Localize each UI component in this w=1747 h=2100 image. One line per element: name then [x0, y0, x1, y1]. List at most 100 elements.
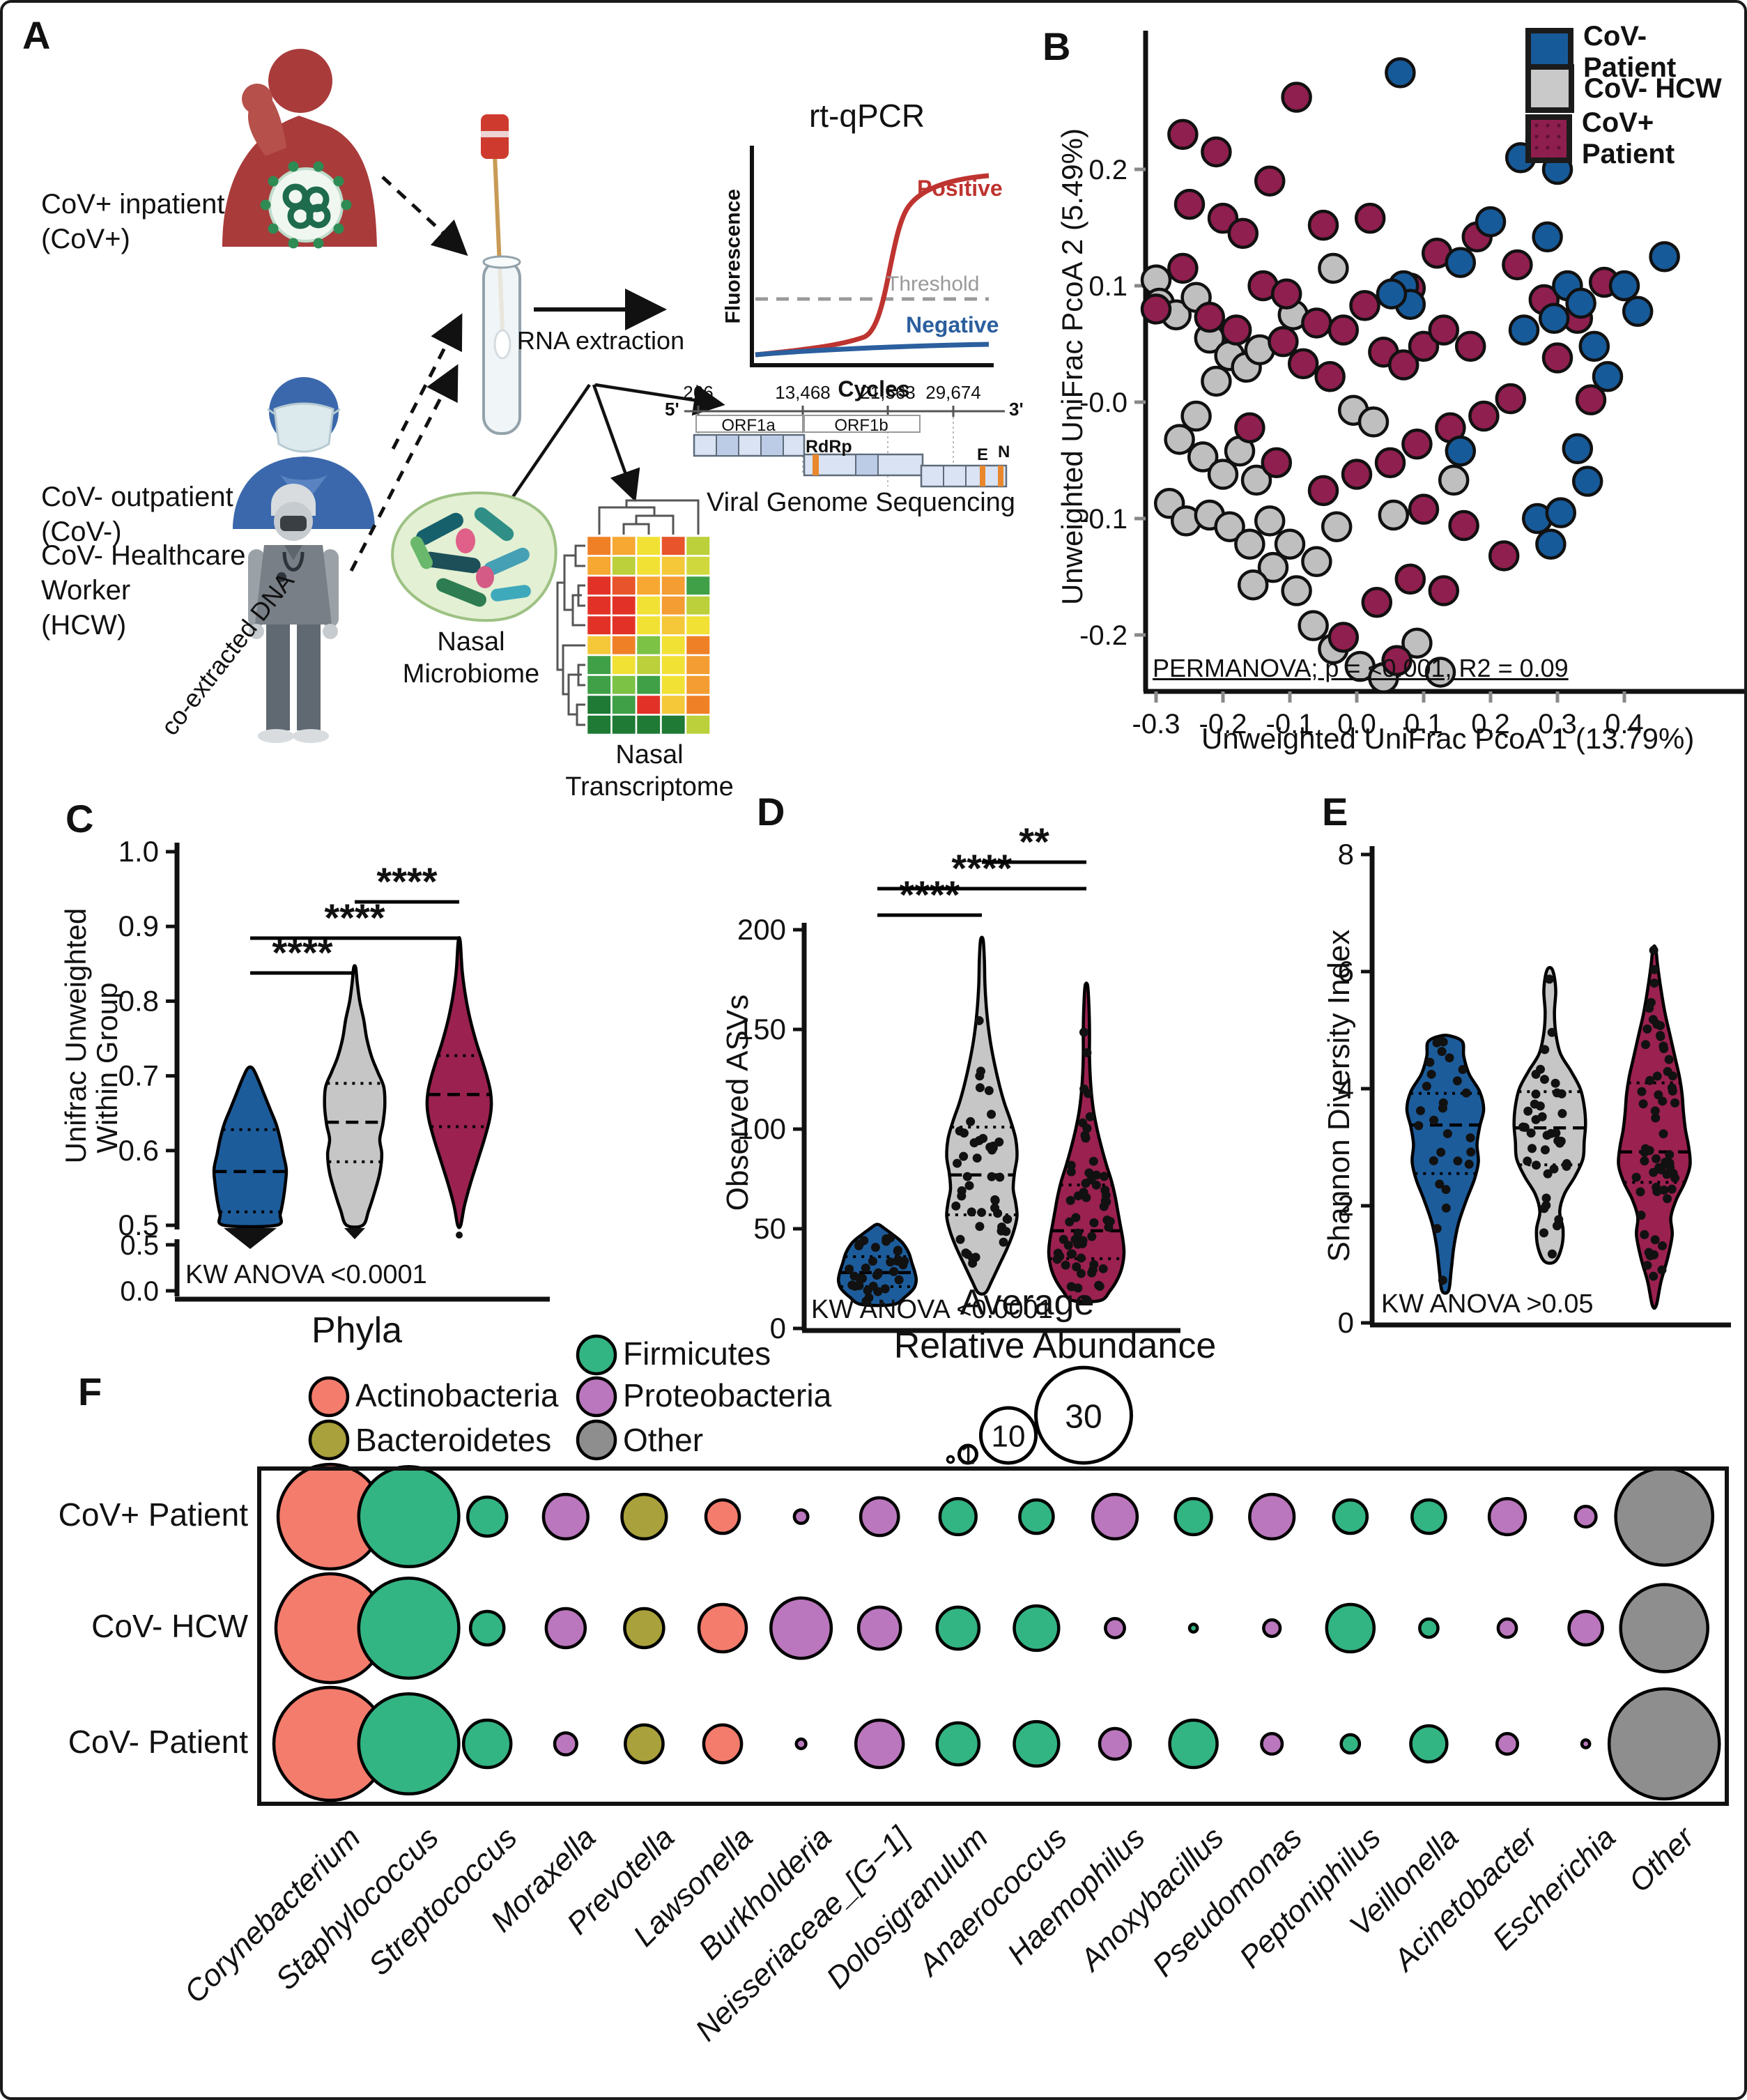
- scatter-point: [1167, 118, 1199, 151]
- scatter-point: [1376, 278, 1408, 309]
- panel-a-label: A: [22, 13, 51, 57]
- unifrac-ylabel-line2: Within Group: [90, 982, 123, 1154]
- scatter-point: [1261, 447, 1293, 479]
- abundance-bubble: [468, 1609, 506, 1647]
- virus-icon: [260, 161, 352, 249]
- size-legend-circle: [957, 1443, 978, 1465]
- abundance-bubble: [794, 1737, 808, 1751]
- svg-text:0.4: 0.4: [1605, 709, 1644, 739]
- svg-text:4: 4: [1338, 1072, 1354, 1105]
- violin-dots: [845, 1233, 909, 1306]
- abundance-bubble: [620, 1492, 668, 1541]
- violin-cov--hcw: [1512, 965, 1587, 1265]
- legend-swatch-cov-pos-patient: [1525, 114, 1572, 163]
- svg-text:30: 30: [1065, 1399, 1102, 1436]
- microbiome-label-line2: Microbiome: [402, 659, 540, 689]
- scatter-point: [1270, 278, 1302, 309]
- size-legend-title-line2: Relative Abundance: [893, 1326, 1217, 1366]
- svg-text:0.2: 0.2: [1088, 155, 1128, 185]
- row-label-cov-pos-patient: CoV+ Patient: [58, 1496, 248, 1533]
- abundance-bubble: [854, 1718, 905, 1770]
- size-legend-circle: [978, 1406, 1038, 1465]
- violin-cov--hcw: [945, 935, 1019, 1296]
- svg-text:-0.1: -0.1: [1079, 504, 1128, 535]
- pcoa-xlabel: Unweighted UniFrac PcoA 1 (13.79%): [1201, 722, 1695, 755]
- genome-orf1a-label: ORF1a: [721, 416, 776, 435]
- abundance-bubble: [935, 1605, 981, 1651]
- svg-text:0.7: 0.7: [118, 1059, 159, 1092]
- phylum-label-firmicutes: Firmicutes: [623, 1335, 771, 1372]
- svg-text:0.1: 0.1: [1088, 271, 1128, 302]
- abundance-bubble: [859, 1496, 900, 1538]
- svg-text:200: 200: [737, 913, 786, 946]
- scatter-point: [1173, 188, 1206, 220]
- arrow-covneg-to-tube: [391, 313, 463, 450]
- cov-pos-label-line2: (CoV+): [41, 224, 130, 254]
- abundance-bubble: [792, 1508, 810, 1525]
- abundance-bubble: [1495, 1731, 1520, 1756]
- genome-pos1: 266: [683, 382, 714, 403]
- abundance-bubble: [544, 1607, 587, 1650]
- cov-neg-label-line2: (CoV-): [41, 516, 122, 547]
- cov-pos-label-line1: CoV+ inpatient: [41, 189, 225, 220]
- scatter-point: [1321, 511, 1353, 542]
- panel-f-label: F: [78, 1370, 102, 1413]
- abundance-bubble: [1339, 1733, 1362, 1755]
- scatter-point: [1187, 441, 1219, 473]
- scatter-point: [1220, 314, 1252, 346]
- pcoa-ylabel: Unweighted UniFrac PcoA 2 (5.49%): [1055, 128, 1088, 606]
- legend-label-cov-neg-patient: CoV- Patient: [1583, 21, 1677, 83]
- abundance-bubble: [1168, 1718, 1219, 1770]
- scatter-point: [1488, 540, 1520, 572]
- genome-pos4: 29,674: [925, 382, 981, 403]
- nasal-microbiome-icon: [391, 491, 557, 622]
- qpcr-positive-label: Positive: [917, 176, 1003, 201]
- scatter-point: [1445, 247, 1477, 278]
- scatter-point: [1167, 252, 1199, 284]
- scatter-point: [1385, 57, 1416, 89]
- svg-text:6: 6: [1338, 955, 1354, 988]
- legend-label-cov-pos-patient: CoV+ Patient: [1581, 107, 1675, 169]
- legend-item-cov-pos-patient: CoV+ Patient: [1525, 107, 1744, 170]
- abundance-bubble: [1260, 1731, 1284, 1756]
- legend-swatch-cov-neg-hcw: [1525, 64, 1574, 113]
- phylum-label-proteobacteria: Proteobacteria: [623, 1377, 832, 1413]
- abundance-bubble: [1607, 1687, 1721, 1801]
- abundance-bubble: [1619, 1583, 1709, 1673]
- scatter-point: [1237, 569, 1269, 601]
- scatter-point: [1649, 241, 1680, 273]
- abundance-bubble: [1409, 1724, 1449, 1764]
- scatter-point: [1201, 365, 1232, 397]
- scatter-point: [1454, 330, 1486, 362]
- scatter-point: [1622, 296, 1654, 327]
- abundance-bubble: [1104, 1617, 1126, 1639]
- pcoa-series: [1140, 82, 1620, 676]
- violin-dots: [1518, 974, 1571, 1259]
- scatter-point: [1254, 165, 1286, 197]
- svg-text:-0.2: -0.2: [1199, 709, 1247, 739]
- scatter-point: [1327, 622, 1360, 653]
- arrow-to-transcriptome: [592, 384, 640, 503]
- scatter-point: [1140, 293, 1172, 325]
- genome-rdrp-label: RdRp: [806, 437, 852, 457]
- arrow-to-genome: [594, 383, 725, 416]
- svg-text:-0.2: -0.2: [1079, 620, 1128, 651]
- abundance-bubble: [856, 1605, 902, 1651]
- qpcr-negative-label: Negative: [906, 312, 999, 337]
- scatter-point: [1327, 314, 1360, 346]
- row-label-cov-neg-hcw: CoV- HCW: [91, 1608, 248, 1644]
- svg-text:0: 0: [1338, 1306, 1354, 1339]
- phylum-label-other: Other: [623, 1422, 704, 1458]
- scatter-point: [1341, 459, 1373, 490]
- abundance-bubble: [1013, 1719, 1061, 1768]
- scatter-point: [1301, 546, 1332, 578]
- panel-d-label: D: [757, 790, 785, 834]
- scatter-point: [1468, 400, 1500, 432]
- transcriptome-label-line2: Transcriptome: [565, 772, 734, 802]
- transcriptome-label-line1: Nasal: [615, 740, 684, 769]
- scatter-point: [1274, 528, 1306, 560]
- svg-text:0: 0: [770, 1312, 786, 1344]
